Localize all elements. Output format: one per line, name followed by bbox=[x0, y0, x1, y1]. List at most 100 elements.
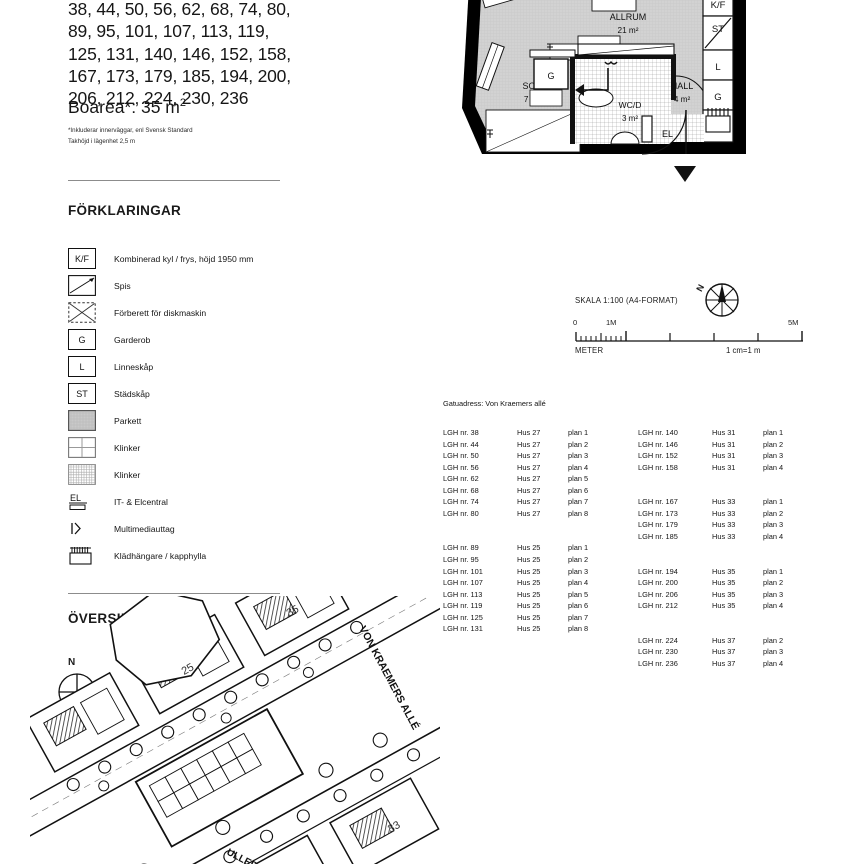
table-cell-hus: Hus 27 bbox=[517, 428, 541, 437]
table-cell-hus: Hus 35 bbox=[712, 566, 736, 576]
apartment-number-line: 38, 44, 50, 56, 62, 68, 74, 80, bbox=[68, 0, 291, 19]
legend-label: Linneskåp bbox=[114, 362, 154, 372]
table-cell-plan: plan 3 bbox=[763, 451, 784, 461]
room-label-hall: HALL bbox=[671, 81, 694, 91]
footnote-line-1: *Inkluderar innerväggar, enl Svensk Stan… bbox=[68, 127, 193, 134]
street-label-von-kraemers: VON KRAEMERS ALLÉ bbox=[356, 624, 422, 732]
table-cell-lgh: LGH nr. 56 bbox=[443, 462, 479, 472]
apartment-number-line: 206, 212, 224, 230, 236 bbox=[68, 88, 249, 109]
legend-item: Multimediauttag bbox=[68, 518, 368, 545]
legend-box-l: L bbox=[68, 356, 96, 377]
table-cell-lgh: LGH nr. 119 bbox=[443, 601, 483, 611]
table-cell-plan: plan 2 bbox=[763, 439, 784, 449]
plan-compass-rose-icon bbox=[705, 283, 739, 317]
legend-label: Klädhängare / kapphylla bbox=[114, 551, 207, 561]
table-cell-lgh: LGH nr. 200 bbox=[638, 578, 678, 588]
table-cell-plan: plan 6 bbox=[568, 601, 589, 611]
table-cell-hus: Hus 25 bbox=[517, 555, 541, 565]
scale-tick-0: 0 bbox=[573, 318, 578, 327]
table-cell-plan: plan 6 bbox=[568, 485, 589, 495]
table-cell-hus: Hus 25 bbox=[517, 543, 541, 553]
table-cell-hus: Hus 25 bbox=[517, 566, 541, 576]
table-cell-plan: plan 4 bbox=[763, 658, 784, 668]
stove-icon bbox=[68, 275, 96, 296]
table-cell-lgh: LGH nr. 152 bbox=[638, 451, 678, 461]
table-cell-lgh: LGH nr. 113 bbox=[443, 589, 483, 599]
table-cell-plan: plan 3 bbox=[763, 520, 784, 530]
table-cell-plan: plan 5 bbox=[568, 589, 589, 599]
table-cell-hus: Hus 37 bbox=[712, 658, 736, 668]
legend-label: Klinker bbox=[114, 443, 141, 453]
legend-label: Städskåp bbox=[114, 389, 150, 399]
room-area-hall: 4 m² bbox=[674, 95, 691, 104]
legend-label: Klinker bbox=[114, 470, 141, 480]
scale-tick-5m: 5M bbox=[788, 318, 799, 327]
table-cell-hus: Hus 31 bbox=[712, 451, 736, 461]
scale-title: SKALA 1:100 (A4-FORMAT) bbox=[575, 296, 678, 305]
legend-symbol bbox=[68, 464, 98, 487]
legend-symbol bbox=[68, 545, 98, 568]
room-label-sov: SOV bbox=[522, 81, 541, 91]
table-cell-plan: plan 7 bbox=[568, 612, 589, 622]
table-cell-lgh: LGH nr. 131 bbox=[443, 624, 483, 634]
svg-text:EL: EL bbox=[70, 493, 81, 503]
overview-site-map: 27 31 33 25 35 VON KRAEMERS ALLÉ ULLERIG… bbox=[30, 596, 440, 864]
legend-symbol bbox=[68, 275, 98, 298]
table-cell-plan: plan 2 bbox=[763, 578, 784, 588]
table-cell-lgh: LGH nr. 68 bbox=[443, 485, 479, 495]
table-cell-plan: plan 2 bbox=[763, 508, 784, 518]
legend-symbol bbox=[68, 302, 98, 325]
table-cell-plan: plan 3 bbox=[568, 451, 589, 461]
legend-symbol: K/F bbox=[68, 248, 98, 271]
table-cell-lgh: LGH nr. 194 bbox=[638, 566, 678, 576]
right-column: ALLRUM 21 m² SOV 7 m² HALL 4 m² bbox=[440, 0, 864, 864]
table-cell-plan: plan 4 bbox=[763, 601, 784, 611]
cabinet-label-g: G bbox=[547, 71, 554, 81]
table-cell-hus: Hus 33 bbox=[712, 531, 736, 541]
table-cell-hus: Hus 31 bbox=[712, 462, 736, 472]
table-cell-hus: Hus 33 bbox=[712, 520, 736, 530]
legend-item: L Linneskåp bbox=[68, 356, 368, 383]
apartment-number-line: 89, 95, 101, 107, 113, 119, bbox=[68, 21, 270, 42]
boarea-text: Boarea*: 35 m bbox=[68, 97, 180, 117]
table-cell-lgh: LGH nr. 167 bbox=[638, 497, 678, 507]
legend-label: Garderob bbox=[114, 335, 151, 345]
legend-label: Kombinerad kyl / frys, höjd 1950 mm bbox=[114, 254, 254, 264]
cabinet-label-kf: K/F bbox=[711, 0, 726, 11]
entrance-marker-triangle bbox=[674, 166, 696, 182]
site-building-number: 33 bbox=[386, 819, 403, 835]
table-cell-plan: plan 5 bbox=[568, 474, 589, 484]
legend-item: Klädhängare / kapphylla bbox=[68, 545, 368, 572]
coat-hanger-icon bbox=[69, 547, 92, 565]
legend-symbol bbox=[68, 437, 98, 460]
legend-item: K/F Kombinerad kyl / frys, höjd 1950 mm bbox=[68, 248, 368, 275]
klinker-fine-swatch-icon bbox=[68, 464, 96, 485]
divider-top bbox=[68, 180, 280, 181]
table-cell-lgh: LGH nr. 212 bbox=[638, 601, 678, 611]
legend-item: G Garderob bbox=[68, 329, 368, 356]
table-cell-lgh: LGH nr. 74 bbox=[443, 497, 479, 507]
table-cell-plan: plan 1 bbox=[568, 428, 589, 437]
legend-label: Multimediauttag bbox=[114, 524, 175, 534]
table-cell-hus: Hus 37 bbox=[712, 647, 736, 657]
electrical-panel-label: EL bbox=[662, 129, 673, 139]
legend-box-st: ST bbox=[68, 383, 96, 404]
table-cell-plan: plan 4 bbox=[568, 462, 589, 472]
legend-box-g: G bbox=[68, 329, 96, 350]
table-cell-hus: Hus 25 bbox=[517, 624, 541, 634]
legend-symbol bbox=[68, 410, 98, 433]
table-cell-plan: plan 1 bbox=[763, 428, 784, 437]
scale-equivalence: 1 cm=1 m bbox=[726, 346, 761, 355]
table-cell-hus: Hus 27 bbox=[517, 451, 541, 461]
legend-symbol: EL bbox=[68, 491, 98, 514]
room-label-allrum: ALLRUM bbox=[610, 12, 647, 22]
apartment-number-list: 38, 44, 50, 56, 62, 68, 74, 80, 89, 95, 1… bbox=[68, 0, 308, 109]
table-cell-lgh: LGH nr. 125 bbox=[443, 612, 483, 622]
table-cell-plan: plan 4 bbox=[763, 531, 784, 541]
table-cell-plan: plan 4 bbox=[763, 462, 784, 472]
legend-item: Förberett för diskmaskin bbox=[68, 302, 368, 329]
site-building-number: 35 bbox=[285, 603, 302, 619]
table-cell-lgh: LGH nr. 173 bbox=[638, 508, 678, 518]
